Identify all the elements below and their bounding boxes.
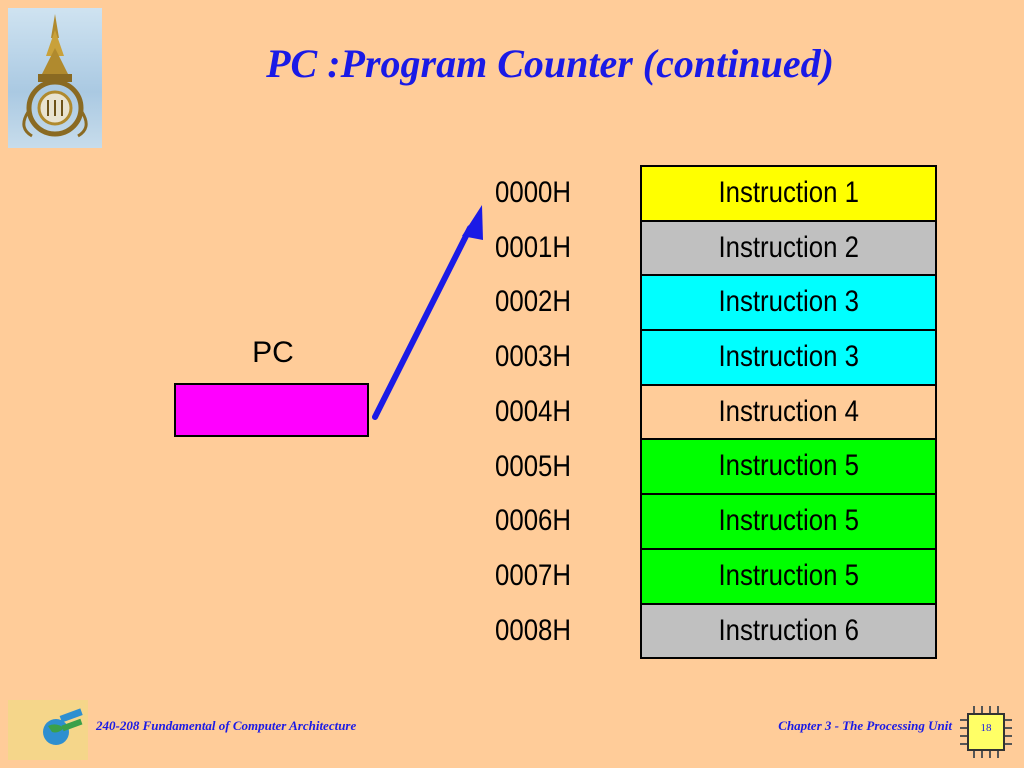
memory-cell: Instruction 6	[642, 604, 935, 660]
instruction-label: Instruction 5	[718, 504, 859, 538]
chip-icon	[960, 706, 1012, 758]
instruction-label: Instruction 4	[718, 394, 859, 428]
address-label: 0005H	[495, 449, 572, 483]
address-label: 0003H	[495, 340, 572, 374]
page-number: 18	[980, 722, 992, 734]
instruction-label: Instruction 5	[718, 449, 859, 483]
memory-cell: Instruction 4	[642, 385, 935, 441]
slide-title: PC :Program Counter (continued)	[266, 41, 834, 86]
footer-chapter: Chapter 3 - The Processing Unit	[778, 718, 952, 733]
pc-label: PC	[252, 336, 294, 369]
instruction-label: Instruction 3	[718, 340, 859, 374]
instruction-label: Instruction 2	[718, 230, 859, 264]
address-label: 0000H	[495, 176, 572, 209]
memory-cell: Instruction 5	[642, 495, 935, 550]
memory-cell: Instruction 5	[642, 549, 935, 605]
instruction-label: Instruction 6	[718, 613, 859, 647]
address-label: 0008H	[495, 613, 572, 647]
address-label: 0002H	[495, 285, 572, 319]
address-label: 0006H	[495, 504, 572, 538]
pc-register-box	[174, 383, 369, 437]
address-label: 0004H	[495, 394, 572, 428]
instruction-label: Instruction 5	[718, 558, 859, 592]
address-label: 0001H	[495, 230, 572, 264]
memory-cell: Instruction 5	[642, 440, 935, 496]
footer-course: 240-208 Fundamental of Computer Architec…	[96, 718, 357, 733]
instruction-label: Instruction 3	[718, 285, 859, 319]
memory-cell: Instruction 3	[642, 276, 935, 332]
memory-table: Instruction 1 Instruction 2 Instruction …	[640, 165, 937, 660]
university-emblem-icon	[8, 8, 102, 148]
address-label: 0007H	[495, 558, 572, 592]
instruction-label: Instruction 1	[718, 176, 859, 209]
memory-cell: Instruction 2	[642, 221, 935, 277]
memory-cell: Instruction 3	[642, 331, 935, 386]
department-logo-icon	[8, 700, 88, 760]
memory-cell: Instruction 1	[642, 167, 935, 222]
